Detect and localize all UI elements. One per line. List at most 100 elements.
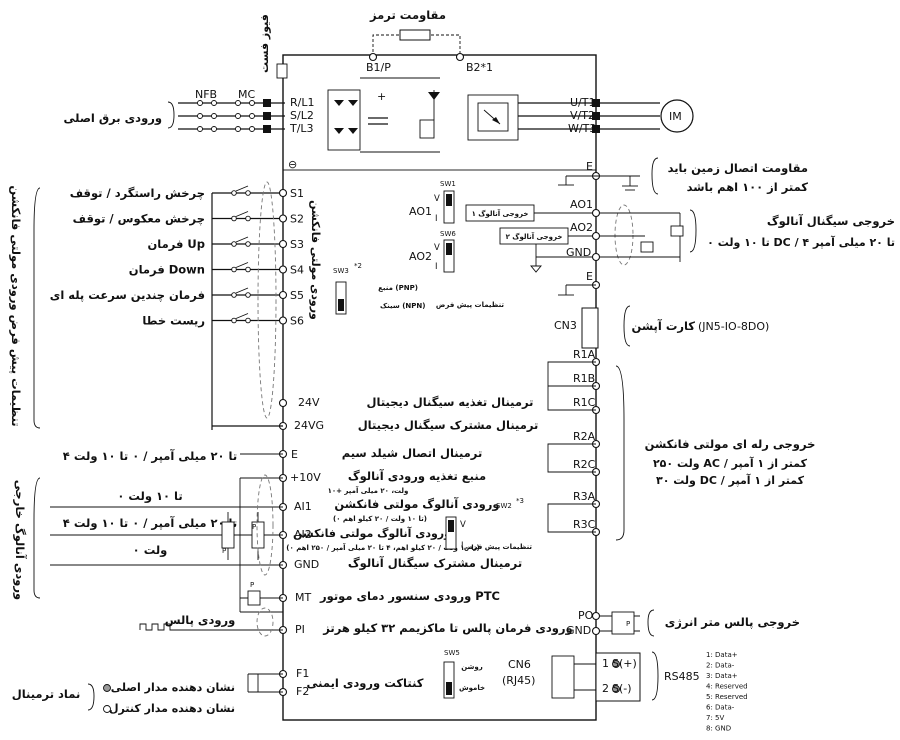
relay-terminal: R2C [573, 458, 596, 471]
relay-terminal: R3C [573, 518, 596, 531]
digital-input-switch-contact [231, 241, 237, 247]
sw3-mark: *2 [354, 262, 362, 270]
earth-resistance-label-2: کمتر از ۱۰۰ اهم باشد [687, 180, 809, 194]
digital-input-switch-contact [245, 215, 251, 222]
main-power-input-label: ورودی برق اصلی [63, 111, 162, 126]
motor-icon [660, 99, 694, 133]
terminal-analog-gnd: GND [294, 558, 319, 571]
digital-input-switch-blade [235, 287, 249, 294]
relay-wiring [547, 443, 596, 473]
relay-terminal: R1C [573, 396, 596, 409]
terminal-ut1: U/T1 [570, 96, 595, 109]
ao1-i: I [435, 214, 438, 224]
b2-terminal: B2*1 [466, 61, 493, 74]
terminal-tl3: T/L3 [289, 122, 314, 135]
cn6-rj45: (RJ45) [502, 674, 535, 687]
terminal-ai1-label: ورودی آنالوگ مولتی فانکشن [334, 497, 499, 512]
digital-input-switch-blade [235, 313, 249, 319]
brake-resistor-icon [399, 29, 431, 41]
sw1-switch[interactable] [443, 190, 455, 224]
ai-p-label-2: P [222, 547, 226, 555]
relay-output-dc: ۳۰ ولت DC / کمتر از ۱ آمپر [656, 473, 805, 487]
terminal-f2: F2 [296, 685, 309, 698]
ao2-v: V [434, 243, 440, 253]
nfb-label: NFB [195, 88, 217, 101]
power-input-lines [178, 99, 285, 133]
rj45-pin-label: 8: GND [706, 725, 731, 733]
sw5-switch[interactable] [443, 661, 455, 699]
sw3-switch[interactable] [335, 281, 347, 315]
rj45-pin-label: 7: 5V [706, 714, 724, 722]
terminal-e-top: E [586, 160, 593, 173]
digital-input-switch-blade [235, 211, 249, 217]
rs485-label: RS485 [664, 670, 700, 683]
terminal-24vg: 24VG [294, 419, 324, 432]
ao2-switch-label: AO2 [409, 250, 432, 263]
sw5-label: SW5 [444, 649, 460, 657]
option-card-label: کارت آپشن [632, 319, 696, 333]
rectifier-bridge-icon [327, 89, 361, 151]
digital-input-terminal-dot [278, 265, 288, 274]
legend-control-label: نشان دهنده مدار کنترل [109, 702, 235, 715]
terminal-analog-gnd-label: ترمینال مشترک سیگنال آنالوگ [348, 556, 522, 571]
digital-input-terminal-dot [278, 316, 288, 325]
terminal-pulse-gnd: GND [566, 624, 591, 637]
terminal-mt: MT [295, 591, 311, 604]
digital-input-label: ریست خطا [142, 314, 205, 328]
digital-input-terminal: S1 [290, 187, 304, 200]
external-analog-input-side-label: ورودی آنالوگ خارجی [12, 480, 27, 600]
b1p-terminal: B1/P [366, 61, 391, 74]
terminal-24v-label: ترمینال تغذیه سیگنال دیجیتال [367, 395, 534, 409]
terminal-vt2: V/T2 [570, 109, 595, 122]
terminal-minus: ⊖ [288, 158, 297, 171]
ao1-v: V [434, 194, 440, 204]
sw2-v: V [460, 520, 466, 530]
sw1-label: SW1 [440, 180, 456, 188]
digital-input-label: چرخش معکوس / توقف [73, 212, 205, 227]
pulse-input-label: ورودی فرمان پالس تا ماکزیمم ۳۲ کیلو هرتز [322, 621, 572, 636]
ai-p-label-1: P [252, 523, 256, 531]
rj45-pin-label: 4: Reserved [706, 683, 748, 691]
terminal-24vg-label: ترمینال مشترک سیگنال دیجیتال [358, 418, 539, 432]
cn6-label: CN6 [508, 658, 531, 671]
digital-input-switch-blade [235, 262, 249, 268]
option-card-model: (JN5-IO-8DO) [698, 320, 769, 333]
digital-input-label: فرمان Up [147, 237, 205, 251]
sw2-switch[interactable] [445, 516, 457, 550]
shield-range-label: ۴ تا ۲۰ میلی آمپر / ۰ تا ۱۰ ولت [63, 449, 237, 464]
relay-terminal: R1A [573, 348, 596, 361]
sw3-default-setting: تنظیمات پیش فرض [436, 301, 504, 309]
terminal-sl2: S/L2 [290, 109, 314, 122]
relay-terminal: R2A [573, 430, 596, 443]
safety-input-label: کنتاکت ورودی ایمنی [307, 676, 424, 691]
cn6-connector [551, 655, 575, 699]
terminal-shield-e: E [291, 448, 298, 461]
rj45-pin-label: 3: Data+ [706, 672, 738, 680]
sw6-switch[interactable] [443, 239, 455, 273]
terminal-e-mid: E [586, 270, 593, 283]
ai2-left-range: ۴ تا ۲۰ میلی آمپر / ۰ تا ۱۰ ولت [63, 516, 237, 531]
rj45-pin-label: 2: Data- [706, 662, 735, 670]
digital-input-switch-contact [245, 190, 251, 196]
digital-input-switch-contact [231, 215, 237, 222]
digital-input-terminal-dot [278, 239, 288, 249]
pulse-wave-icon [139, 623, 176, 631]
sw3-npn: سینک (NPN) [380, 302, 425, 310]
cn3-label: CN3 [554, 319, 577, 332]
sw5-off: خاموش [459, 684, 485, 692]
brake-transistor-icon [419, 90, 440, 139]
digital-input-switch-contact [245, 317, 251, 324]
digital-input-switch-blade [235, 236, 249, 243]
rj45-pin-label: 1: Data+ [706, 651, 738, 659]
terminal-f1: F1 [296, 667, 309, 680]
relay-output-title: خروجی رله ای مولتی فانکشن [645, 437, 816, 452]
digital-input-terminal-dot [278, 290, 288, 300]
relay-terminal: R1B [573, 372, 595, 385]
digital-input-switch-blade [235, 185, 249, 192]
safety-wiring [247, 673, 283, 693]
digital-input-label: چرخش راستگرد / توقف [70, 186, 205, 201]
rj45-pin-label: 5: Reserved [706, 693, 748, 701]
pulse-output-label: خروجی پالس متر انرژی [665, 615, 800, 630]
sw3-pnp: منبع (PNP) [378, 284, 418, 292]
